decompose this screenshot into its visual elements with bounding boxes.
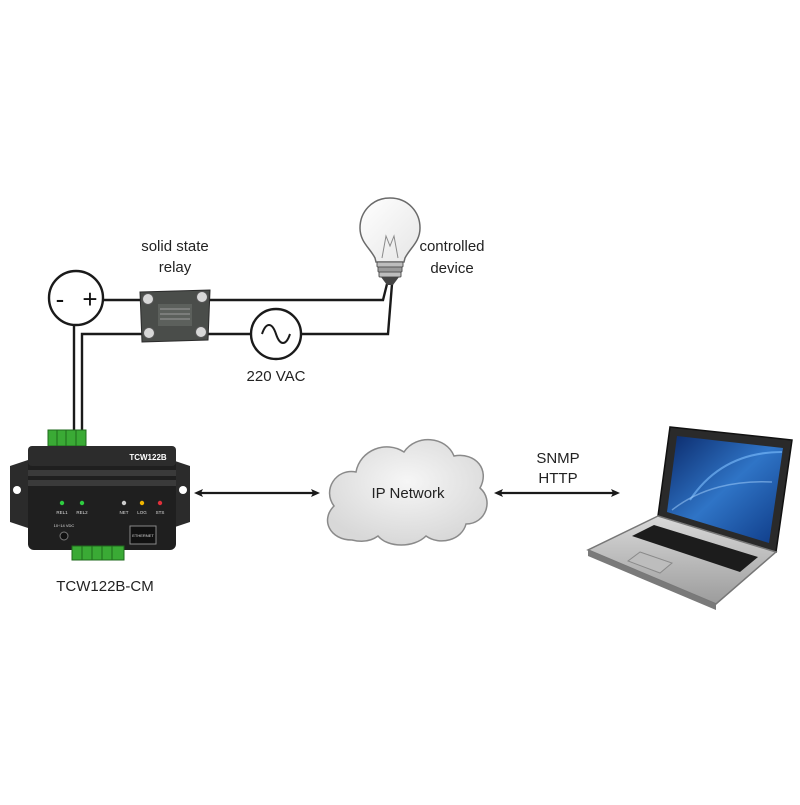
led-label-net: NET <box>120 510 129 515</box>
device-label-line1: controlled <box>419 238 485 255</box>
relay-label-line1: solid state <box>141 238 209 255</box>
led-label-sts: STS <box>156 510 165 515</box>
ethernet-port <box>129 525 157 545</box>
led-log <box>139 500 145 506</box>
dc-source: - + <box>47 269 105 327</box>
led-net <box>121 500 127 506</box>
ac-source <box>249 307 303 361</box>
keyboard <box>632 525 758 572</box>
controller-label: TCW122B-CM <box>56 578 154 595</box>
wire-dc-positive <box>80 332 145 432</box>
light-bulb-icon <box>359 197 421 285</box>
power-label: 10÷14 VDC <box>54 523 75 528</box>
wire-ac-to-bulb <box>301 283 394 336</box>
network-label: IP Network <box>371 485 445 502</box>
sine-wave-icon <box>261 324 291 344</box>
protocol-label-line1: SNMP <box>536 450 580 467</box>
bottom-terminal-block <box>71 545 125 561</box>
led-label-rel2: REL2 <box>76 510 88 515</box>
led-rel2 <box>79 500 85 506</box>
power-jack <box>59 531 69 541</box>
led-rel1 <box>59 500 65 506</box>
ip-network-cloud-icon: IP Network <box>326 438 488 546</box>
top-terminal-block <box>47 429 87 447</box>
relay-label-line2: relay <box>158 259 192 276</box>
controller-model-print: TCW122B <box>129 453 167 462</box>
led-sts <box>157 500 163 506</box>
led-label-rel1: REL1 <box>56 510 68 515</box>
ethernet-label: ETHERNET <box>132 533 154 538</box>
tcw122b-controller: TCW122B REL1 REL2 NET LOG STS 10÷14 VDC … <box>10 429 190 561</box>
solid-state-relay <box>139 289 211 343</box>
wire-relay-to-bulb <box>205 283 389 302</box>
touchpad <box>626 551 674 574</box>
led-label-log: LOG <box>137 510 147 515</box>
wiring <box>72 283 394 432</box>
device-label-line2: device <box>430 260 474 277</box>
ac-source-label: 220 VAC <box>246 368 306 385</box>
dc-minus-sign: - <box>56 284 65 314</box>
protocol-label-line2: HTTP <box>538 470 578 487</box>
laptop-icon <box>586 426 793 610</box>
dc-plus-sign: + <box>82 284 97 314</box>
